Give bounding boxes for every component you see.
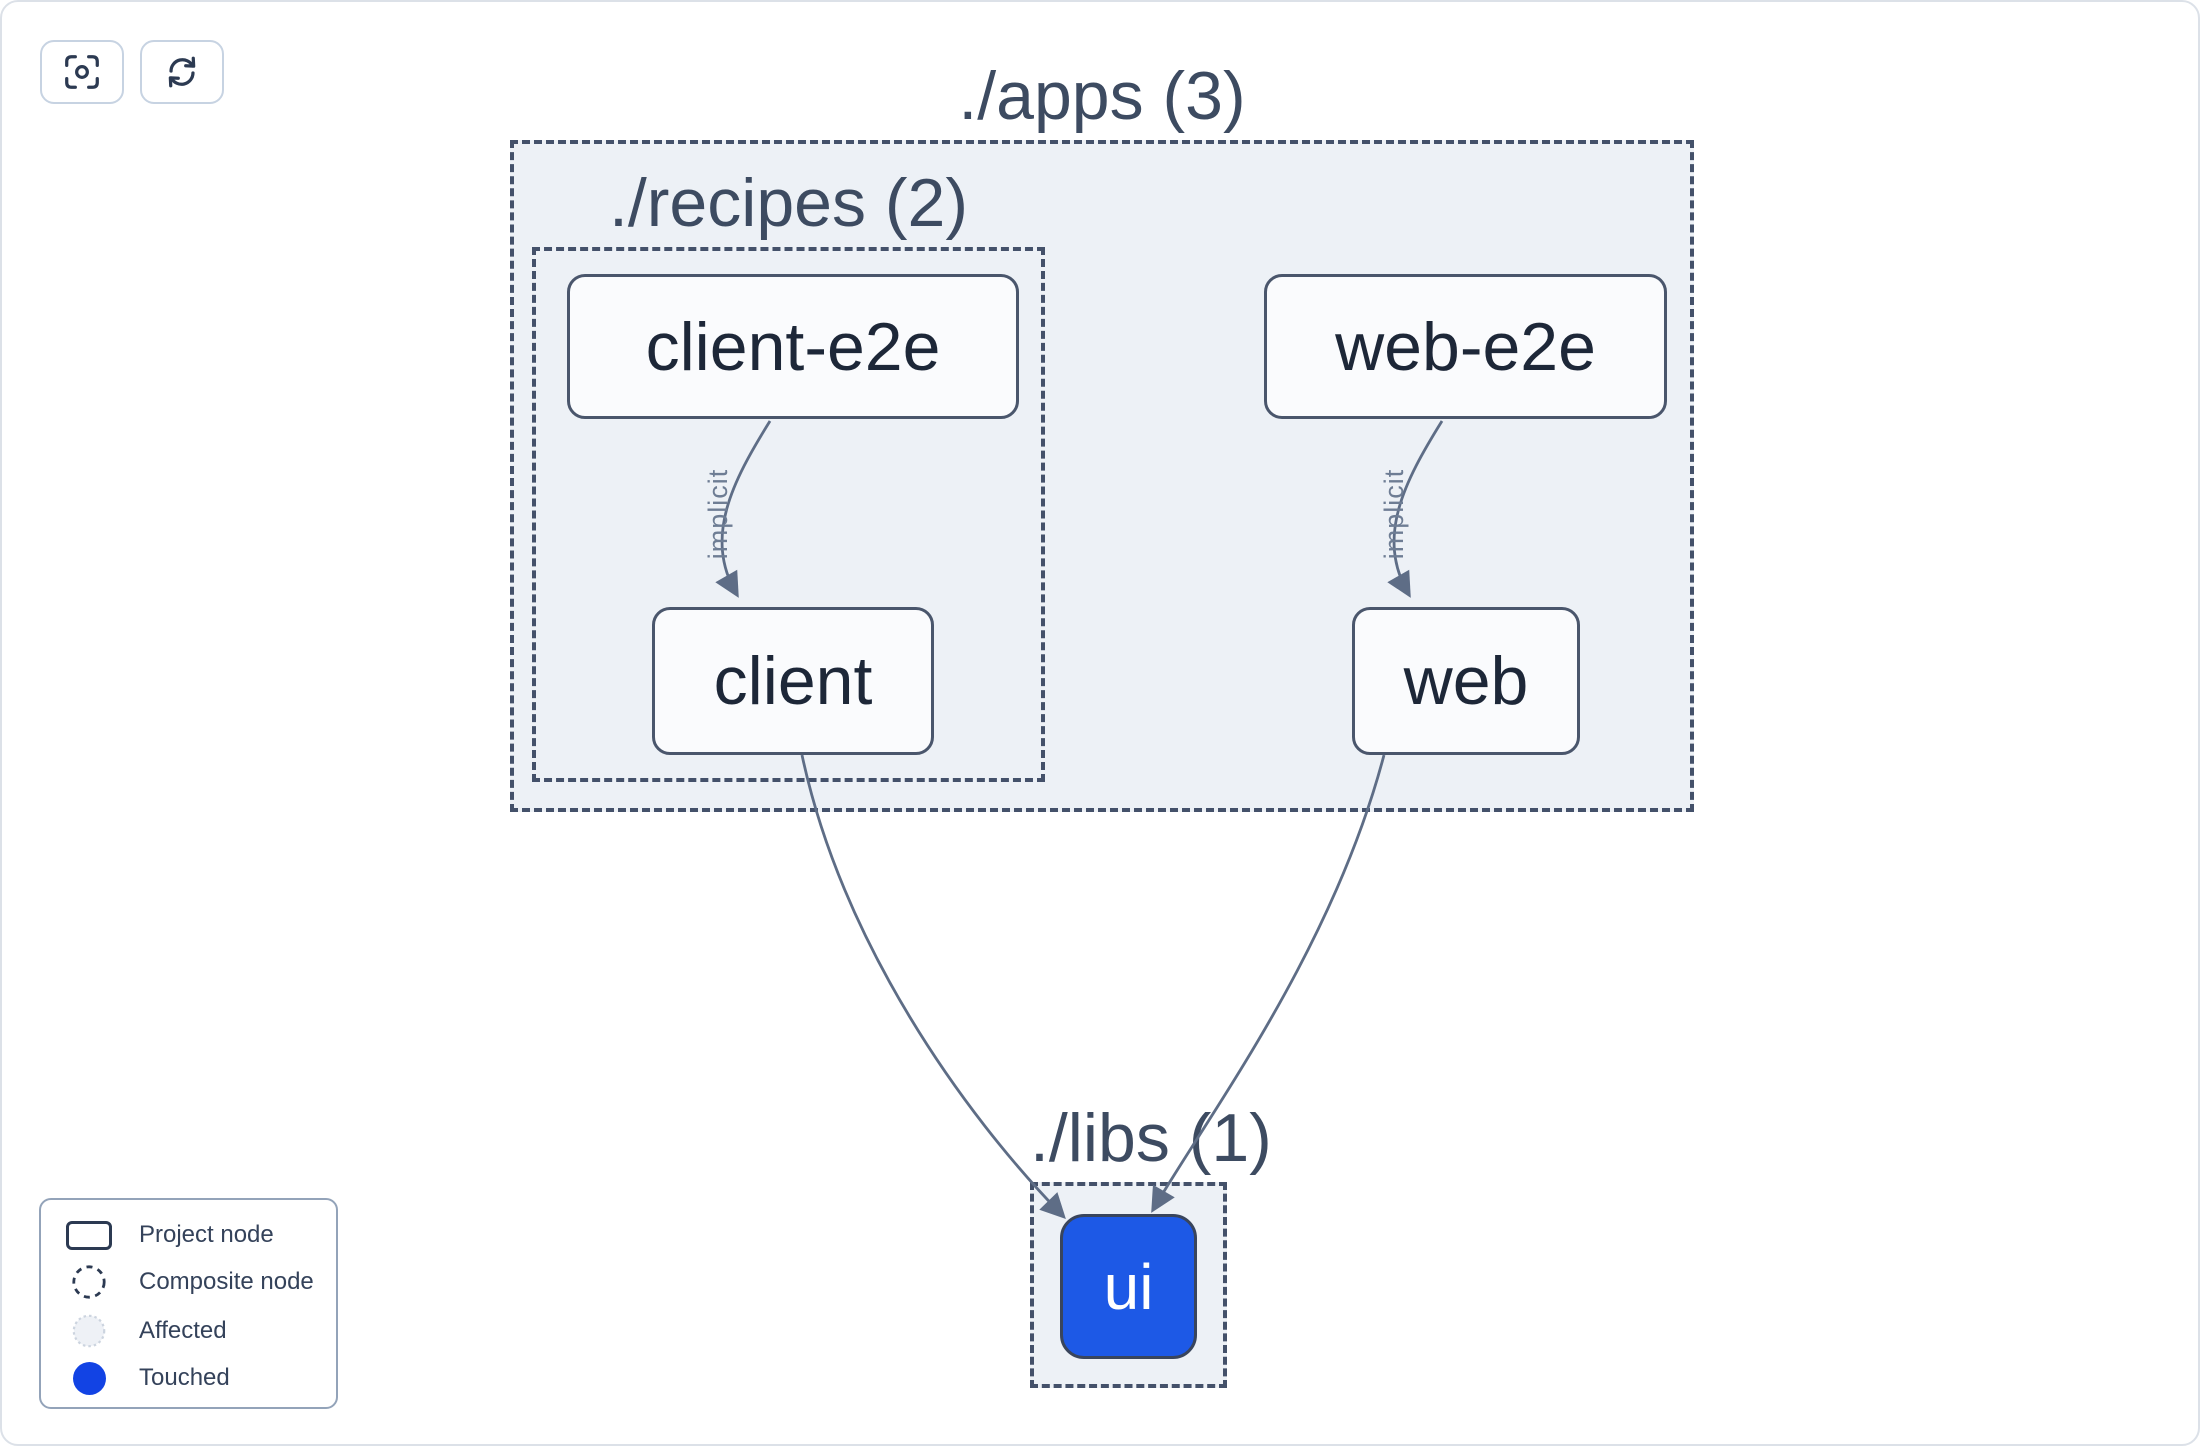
focus-button[interactable]	[40, 40, 124, 104]
node-label: client-e2e	[645, 308, 941, 385]
node-label: web-e2e	[1335, 308, 1596, 385]
edge-client-to-ui[interactable]	[800, 754, 1066, 1220]
node-client[interactable]: client	[652, 607, 934, 755]
group-label-libs[interactable]: ./libs (1)	[1030, 1100, 1272, 1176]
legend-item-composite-node: Composite node	[61, 1262, 314, 1302]
node-label: client	[713, 643, 873, 719]
legend-label: Composite node	[139, 1268, 314, 1295]
legend-item-touched: Touched	[61, 1358, 230, 1398]
node-web-e2e[interactable]: web-e2e	[1264, 274, 1667, 419]
legend-item-affected: Affected	[61, 1311, 227, 1351]
touched-icon	[72, 1361, 106, 1395]
node-ui-touched[interactable]: ui	[1060, 1214, 1197, 1359]
legend-label: Affected	[139, 1317, 227, 1344]
node-label: ui	[1103, 1250, 1154, 1323]
node-web[interactable]: web	[1352, 607, 1580, 755]
affected-icon	[72, 1314, 106, 1348]
group-label-recipes[interactable]: ./recipes (2)	[609, 165, 968, 241]
legend-item-project-node: Project node	[61, 1215, 274, 1255]
project-node-icon	[66, 1220, 112, 1250]
refresh-button[interactable]	[140, 40, 224, 104]
legend-panel: Project node Composite node Affected Tou…	[39, 1198, 338, 1409]
node-client-e2e[interactable]: client-e2e	[567, 274, 1019, 419]
legend-label: Touched	[139, 1364, 230, 1391]
composite-node-icon	[72, 1265, 106, 1299]
node-label: web	[1403, 643, 1529, 719]
crosshair-focus-icon	[65, 55, 99, 89]
refresh-cycle-icon	[168, 56, 196, 88]
legend-label: Project node	[139, 1221, 274, 1248]
group-label-apps[interactable]: ./apps (3)	[958, 58, 1246, 134]
